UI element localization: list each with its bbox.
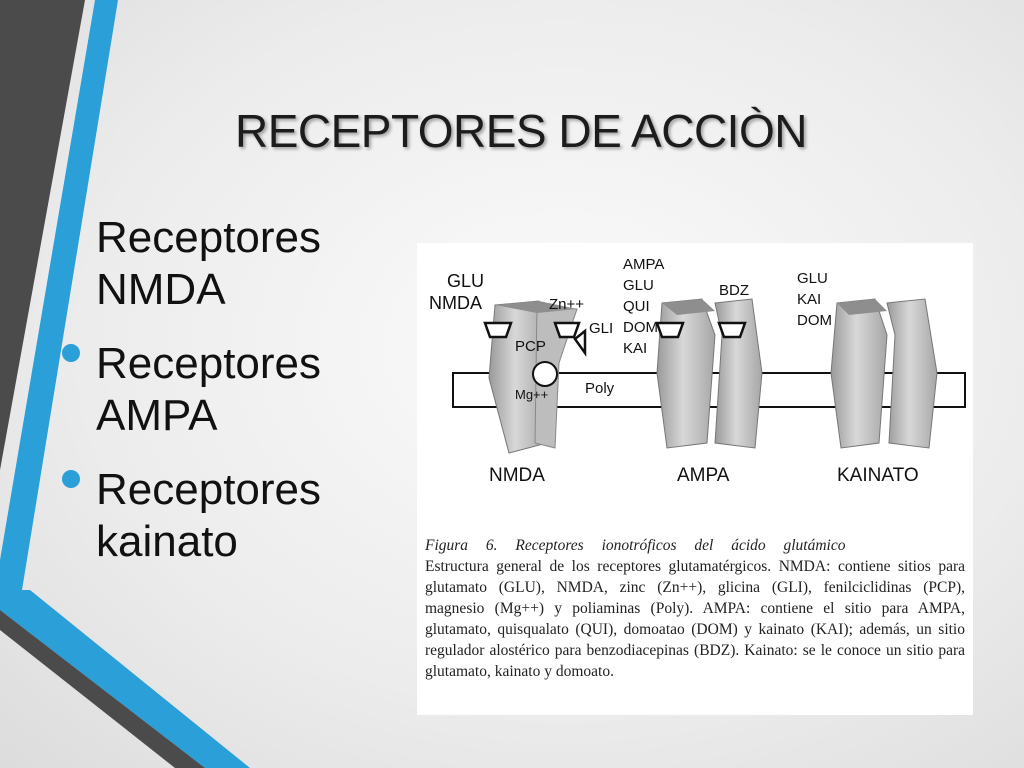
- figure-caption: Figura 6. Receptores ionotróficos del ác…: [425, 535, 965, 682]
- bullet-list: Receptores NMDA Receptores AMPA Receptor…: [62, 212, 392, 590]
- bullet-dot-icon: [62, 470, 80, 488]
- label-bdz: BDZ: [719, 282, 749, 299]
- label-kai: KAI: [623, 340, 647, 357]
- label-kainato-dom: DOM: [797, 312, 832, 329]
- label-gli: GLI: [589, 320, 613, 337]
- bullet-text: Receptores: [96, 339, 322, 388]
- label-nmda-site: NMDA: [429, 293, 482, 313]
- blue-stripe-top: [0, 0, 118, 590]
- bullet-nmda: Receptores NMDA: [62, 212, 392, 316]
- gray-stripe-bottom: [0, 610, 205, 768]
- receptor-name-kainato: KAINATO: [837, 465, 919, 486]
- bullet-text: Receptores: [96, 213, 322, 262]
- label-kainato-glu: GLU: [797, 270, 828, 287]
- label-pcp: PCP: [515, 338, 546, 355]
- nmda-channel: [488, 300, 578, 454]
- bullet-text: Receptores: [96, 465, 322, 514]
- caption-body: Estructura general de los receptores glu…: [425, 558, 965, 680]
- bullet-dot-icon: [62, 344, 80, 362]
- label-poly: Poly: [585, 380, 615, 397]
- receptor-name-ampa: AMPA: [677, 465, 730, 486]
- kainato-channel: [830, 298, 938, 449]
- gli-site-icon: [573, 328, 587, 357]
- label-mg: Mg++: [515, 387, 548, 402]
- label-dom: DOM: [623, 319, 658, 336]
- label-zn: Zn++: [549, 296, 584, 313]
- binding-site-icon: [717, 321, 747, 339]
- label-kainato-kai: KAI: [797, 291, 821, 308]
- bullet-text: AMPA: [96, 391, 218, 440]
- ampa-channel: [656, 298, 763, 449]
- bullet-text: NMDA: [96, 265, 226, 314]
- binding-site-icon: [655, 321, 685, 339]
- bullet-ampa: Receptores AMPA: [62, 338, 392, 442]
- label-ampa-site: AMPA: [623, 256, 664, 273]
- slide-title: RECEPTORES DE ACCIÒN: [235, 105, 807, 157]
- label-glu: GLU: [447, 271, 484, 291]
- caption-heading: Figura 6. Receptores ionotróficos del ác…: [425, 537, 846, 554]
- receptor-name-nmda: NMDA: [489, 465, 545, 486]
- gray-stripe-top: [0, 0, 85, 470]
- receptor-diagram: GLU NMDA Zn++ GLI PCP Mg++ Poly AMPA GLU…: [429, 256, 966, 486]
- binding-site-icon: [483, 321, 513, 339]
- mg-ion-icon: [532, 361, 558, 387]
- binding-site-icon: [553, 321, 581, 339]
- bullet-kainato: Receptores kainato: [62, 464, 392, 568]
- figure-panel: GLU NMDA Zn++ GLI PCP Mg++ Poly AMPA GLU…: [417, 243, 973, 715]
- bullet-dot-icon: [62, 218, 80, 236]
- label-qui: QUI: [623, 298, 650, 315]
- label-ampa-glu: GLU: [623, 277, 654, 294]
- blue-stripe-bottom: [0, 590, 250, 768]
- bullet-text: kainato: [96, 517, 238, 566]
